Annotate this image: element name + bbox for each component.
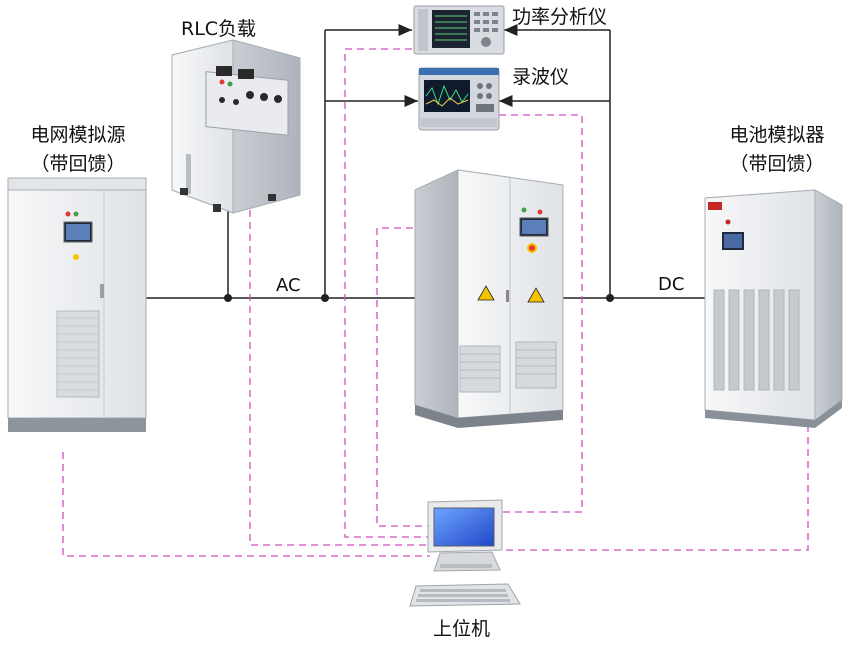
- comm-battery: [500, 425, 809, 551]
- label-battery-simulator-line1: 电池模拟器: [729, 124, 825, 146]
- label-oscilloscope: 录波仪: [512, 66, 570, 88]
- battery-simulator-device: [704, 189, 843, 428]
- label-rlc-load: RLC负载: [181, 18, 257, 40]
- comm-rlc: [249, 210, 430, 546]
- power-analyzer-device: [413, 5, 505, 55]
- rlc-load-device: [171, 39, 301, 214]
- comm-converter: [376, 227, 430, 527]
- junction-dots: [224, 294, 614, 302]
- label-host-pc: 上位机: [433, 618, 491, 640]
- oscilloscope-device: [418, 67, 500, 131]
- comm-grid: [62, 452, 430, 557]
- junction-ac: [321, 294, 329, 302]
- host-pc-device: [409, 499, 521, 607]
- junction-rlc: [224, 294, 232, 302]
- grid-simulator-device: [7, 177, 147, 432]
- label-power-analyzer: 功率分析仪: [512, 6, 608, 28]
- label-grid-simulator-line2: （带回馈）: [30, 153, 126, 175]
- comm-lines: [62, 48, 809, 557]
- converter-cabinet-device: [414, 169, 564, 428]
- label-grid-simulator-line1: 电网模拟源: [30, 124, 126, 146]
- label-battery-simulator-line2: （带回馈）: [729, 153, 825, 175]
- junction-dc: [606, 294, 614, 302]
- label-ac-bus: AC: [276, 275, 301, 296]
- label-dc-bus: DC: [658, 274, 685, 295]
- comm-recorder: [499, 114, 583, 513]
- power-lines: [146, 24, 705, 299]
